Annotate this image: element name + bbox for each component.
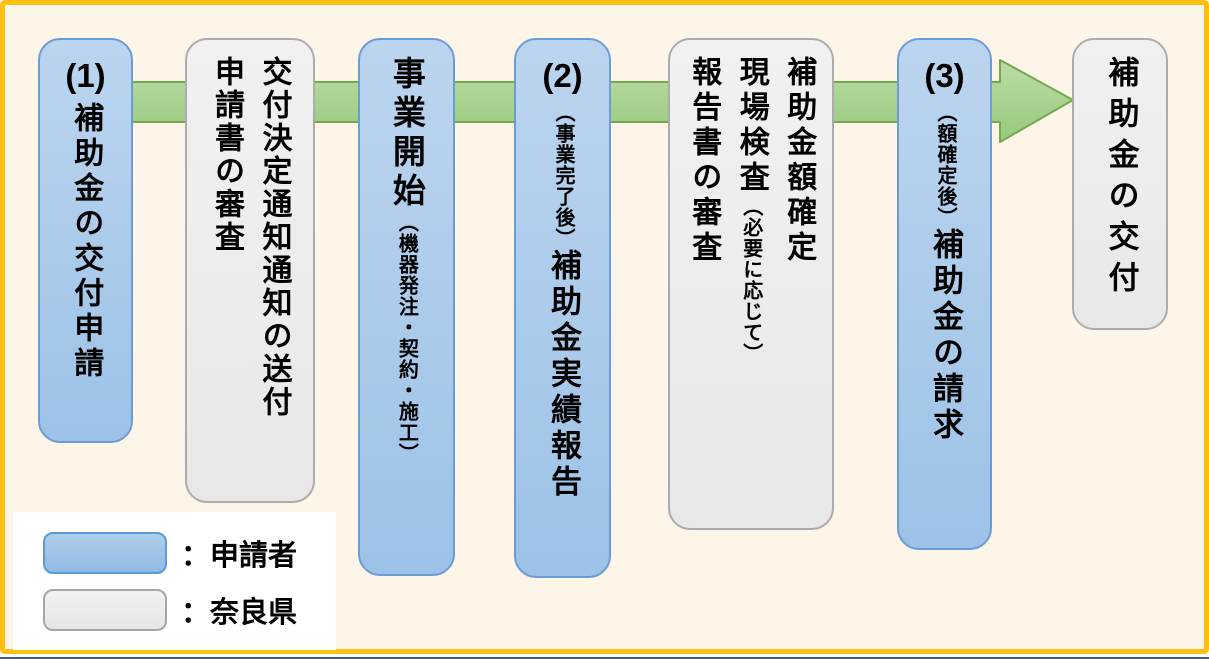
step-number: (1) xyxy=(65,57,106,94)
step-label: 交付決定通知通知の送付 xyxy=(257,56,291,419)
legend-swatch-applicant xyxy=(43,531,167,574)
step-sublabel: （額確定後） xyxy=(933,101,956,228)
step-1-application-box: (1) 補助金の交付申請 xyxy=(38,38,133,443)
step-text: （事業完了後）補助金実績報告 xyxy=(540,102,585,501)
step-2-review-notice-box: 交付決定通知通知の送付 申請書の審査 xyxy=(185,38,315,503)
step-text: 交付決定通知通知の送付 申請書の審査 xyxy=(205,56,296,419)
step-label: 補助金の交付申請 xyxy=(69,101,103,382)
step-3-project-start-box: 事業開始（機器発注・契約・施工） xyxy=(358,38,455,576)
legend-label-applicant: ：申請者 xyxy=(181,539,298,572)
legend: ：申請者 ：奈良県 xyxy=(13,512,336,650)
step-label: 現場検査 xyxy=(734,56,768,196)
step-text: 補助金の交付申請 xyxy=(64,102,108,382)
step-label: 事業開始 xyxy=(388,56,426,212)
step-label: 補助金の請求 xyxy=(927,227,963,444)
step-sublabel: （事業完了後） xyxy=(551,101,574,249)
step-label: 補助金実績報告 xyxy=(545,248,581,501)
step-7-grant-box: 補助金の交付 xyxy=(1072,38,1168,330)
step-number: (3) xyxy=(924,57,965,94)
step-text: 補助金額確定 現場検査（必要に応じて） 報告書の審査 xyxy=(682,56,821,364)
step-sublabel: （機器発注・契約・施工） xyxy=(395,212,418,464)
step-6-claim-box: (3) （額確定後）補助金の請求 xyxy=(897,38,992,550)
step-4-result-report-box: (2) （事業完了後）補助金実績報告 xyxy=(514,38,611,578)
step-text: 補助金の交付 xyxy=(1098,56,1143,302)
bottom-hairline xyxy=(0,657,1209,659)
legend-swatch-prefecture xyxy=(43,588,167,631)
legend-item-prefecture: ：奈良県 xyxy=(43,588,336,631)
bottom-white-strip xyxy=(0,654,1209,657)
step-label: 報告書の審査 xyxy=(687,56,721,266)
step-label: 補助金の交付 xyxy=(1103,56,1139,302)
step-label: 申請書の審査 xyxy=(210,56,243,254)
step-number: (2) xyxy=(542,57,583,94)
step-label: 補助金額確定 xyxy=(782,56,816,266)
legend-label-prefecture: ：奈良県 xyxy=(181,596,298,629)
step-text: （額確定後）補助金の請求 xyxy=(922,102,967,444)
legend-item-applicant: ：申請者 xyxy=(43,531,336,574)
step-sublabel: （必要に応じて） xyxy=(739,196,762,364)
step-5-amount-confirmation-box: 補助金額確定 現場検査（必要に応じて） 報告書の審査 xyxy=(668,38,834,530)
step-text: 事業開始（機器発注・契約・施工） xyxy=(383,56,431,464)
